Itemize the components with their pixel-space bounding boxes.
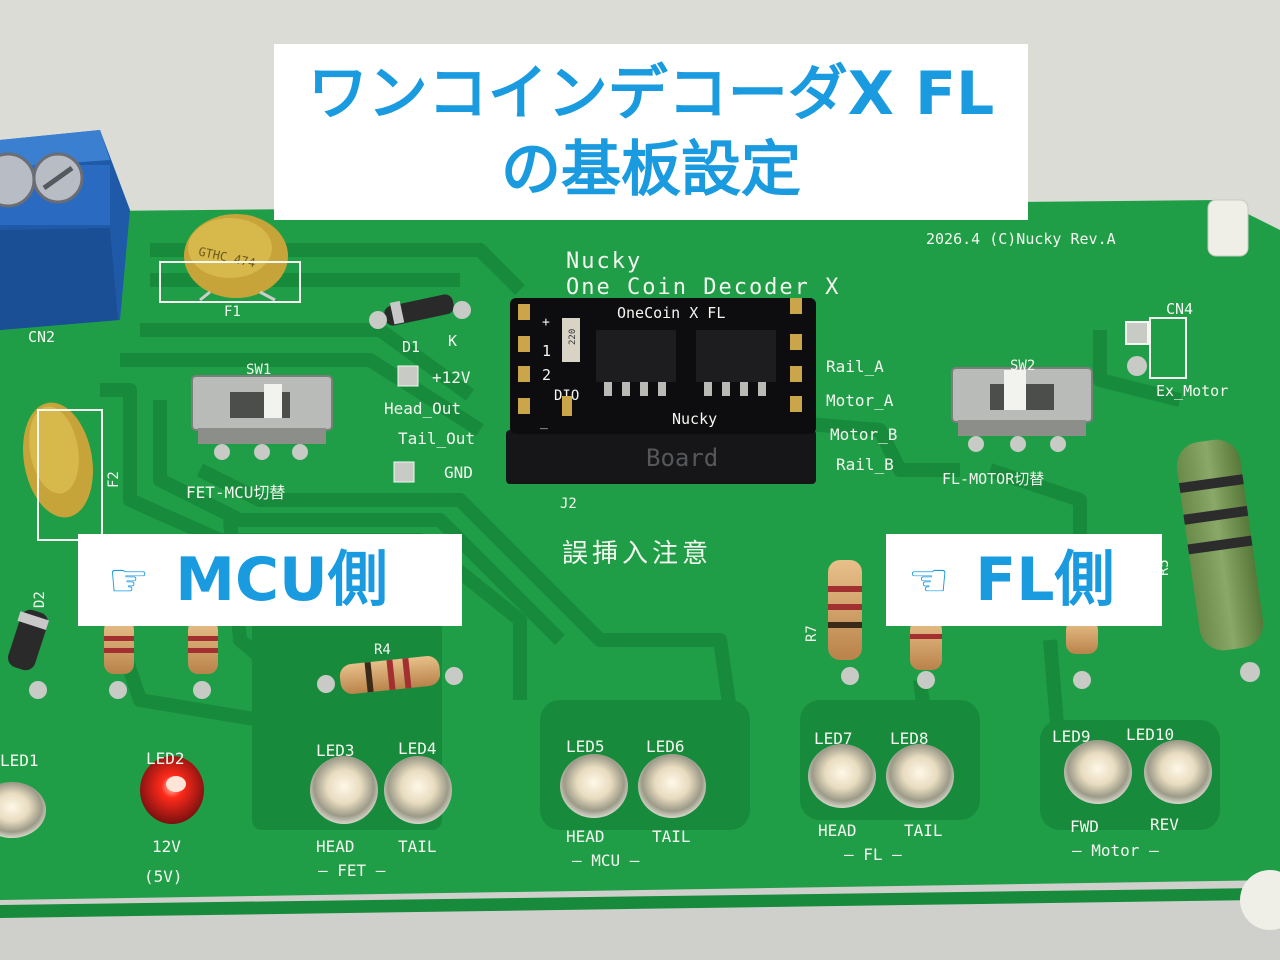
copyright-label: 2026.4 (C)Nucky Rev.A: [926, 230, 1116, 248]
diode-d1: [369, 294, 471, 329]
led7-head-label: HEAD: [818, 821, 857, 840]
f2-label: F2: [106, 471, 122, 488]
led10-label: LED10: [1126, 725, 1174, 744]
module-pin2: 2: [542, 366, 551, 384]
module-minus: _: [540, 415, 548, 430]
pointing-hand-right-icon: ☞: [108, 553, 150, 607]
led2-voltage-alt: (5V): [144, 867, 183, 886]
sw1-function-label: FET-MCU切替: [186, 483, 285, 502]
capacitor-f2: [23, 402, 93, 518]
d1-k-label: K: [448, 332, 457, 350]
resistor-r4: [317, 656, 463, 694]
led9-fwd-label: FWD: [1070, 817, 1099, 836]
fl-side-callout: ☜ FL側: [886, 534, 1162, 626]
sw2-label: SW2: [1010, 358, 1035, 374]
fl-group-label: — FL —: [844, 845, 902, 864]
resistor-r7: [828, 560, 862, 685]
d2-label: D2: [32, 591, 48, 608]
title-callout: ワンコインデコーダX FL の基板設定: [274, 44, 1028, 220]
led4-tail-label: TAIL: [398, 837, 437, 856]
r4-label: R4: [374, 642, 391, 658]
diode-d2: [8, 609, 50, 699]
led-8: [886, 744, 954, 808]
motor-b-label: Motor_B: [830, 425, 897, 444]
led-2: [140, 756, 204, 824]
f1-label: F1: [224, 304, 241, 320]
terminal-block: [0, 130, 130, 330]
gnd-label: GND: [444, 463, 473, 482]
rail-a-label: Rail_A: [826, 357, 884, 376]
led3-label: LED3: [316, 741, 355, 760]
module-chip-mark: 220: [568, 329, 578, 345]
led-1: [0, 782, 46, 838]
led10-rev-label: REV: [1150, 815, 1179, 834]
plus12v-label: +12V: [432, 368, 471, 387]
led2-voltage: 12V: [152, 837, 181, 856]
led-10: [1144, 740, 1212, 804]
title-line-2: の基板設定: [501, 135, 801, 205]
switch-sw1: [191, 375, 333, 460]
mcu-group-label: — MCU —: [572, 851, 640, 870]
module-pin1: 1: [542, 342, 551, 360]
led2-label: LED2: [146, 749, 185, 768]
led1-label: LED1: [0, 751, 39, 770]
resistor-r5: [1176, 439, 1264, 682]
module-maker: Nucky: [672, 410, 717, 428]
brand-label: Nucky: [566, 249, 642, 274]
rail-b-label: Rail_B: [836, 455, 894, 474]
led4-label: LED4: [398, 739, 437, 758]
led6-label: LED6: [646, 737, 685, 756]
mcu-side-label: MCU側: [175, 545, 388, 615]
title-line-1: ワンコインデコーダX FL: [307, 59, 995, 129]
mcu-side-callout: ☞ MCU側: [78, 534, 462, 626]
caution-label: 誤挿入注意: [562, 539, 712, 569]
led-3: [310, 756, 378, 824]
fl-side-label: FL側: [975, 545, 1115, 615]
led3-head-label: HEAD: [316, 837, 355, 856]
resistor-left-a: [104, 620, 134, 699]
motor-a-label: Motor_A: [826, 391, 894, 410]
resistor-r9: [1066, 620, 1098, 689]
led9-label: LED9: [1052, 727, 1091, 746]
ex-motor-label: Ex_Motor: [1156, 382, 1228, 400]
pointing-hand-left-icon: ☜: [908, 553, 950, 607]
led8-label: LED8: [890, 729, 929, 748]
switch-sw2: [951, 367, 1093, 452]
module-name: OneCoin X FL: [617, 304, 725, 322]
motor-group-label: — Motor —: [1072, 841, 1159, 860]
led-4: [384, 756, 452, 824]
led5-label: LED5: [566, 737, 605, 756]
head-out-label: Head_Out: [384, 399, 461, 418]
r7-label: R7: [804, 625, 820, 642]
cn2-label: CN2: [28, 328, 55, 346]
led-9: [1064, 740, 1132, 804]
sw2-function-label: FL-MOTOR切替: [942, 470, 1044, 488]
led5-head-label: HEAD: [566, 827, 605, 846]
d1-label: D1: [402, 338, 420, 356]
led-6: [638, 754, 706, 818]
led-7: [808, 744, 876, 808]
sw1-label: SW1: [246, 362, 271, 378]
product-label: One Coin Decoder X: [566, 275, 840, 300]
fet-group-label: — FET —: [318, 861, 386, 880]
resistor-r8: [910, 620, 942, 689]
led8-tail-label: TAIL: [904, 821, 943, 840]
decoder-module: Board OneCoin X FL Nucky + 1 2 DIO _ 220: [506, 298, 816, 484]
cn4-label: CN4: [1166, 300, 1193, 318]
board-label: Board: [646, 444, 718, 472]
tail-out-label: Tail_Out: [398, 429, 475, 448]
module-plus: +: [542, 315, 550, 330]
j2-label: J2: [560, 496, 577, 512]
led7-label: LED7: [814, 729, 853, 748]
resistor-left-b: [188, 620, 218, 699]
led6-tail-label: TAIL: [652, 827, 691, 846]
led-5: [560, 754, 628, 818]
